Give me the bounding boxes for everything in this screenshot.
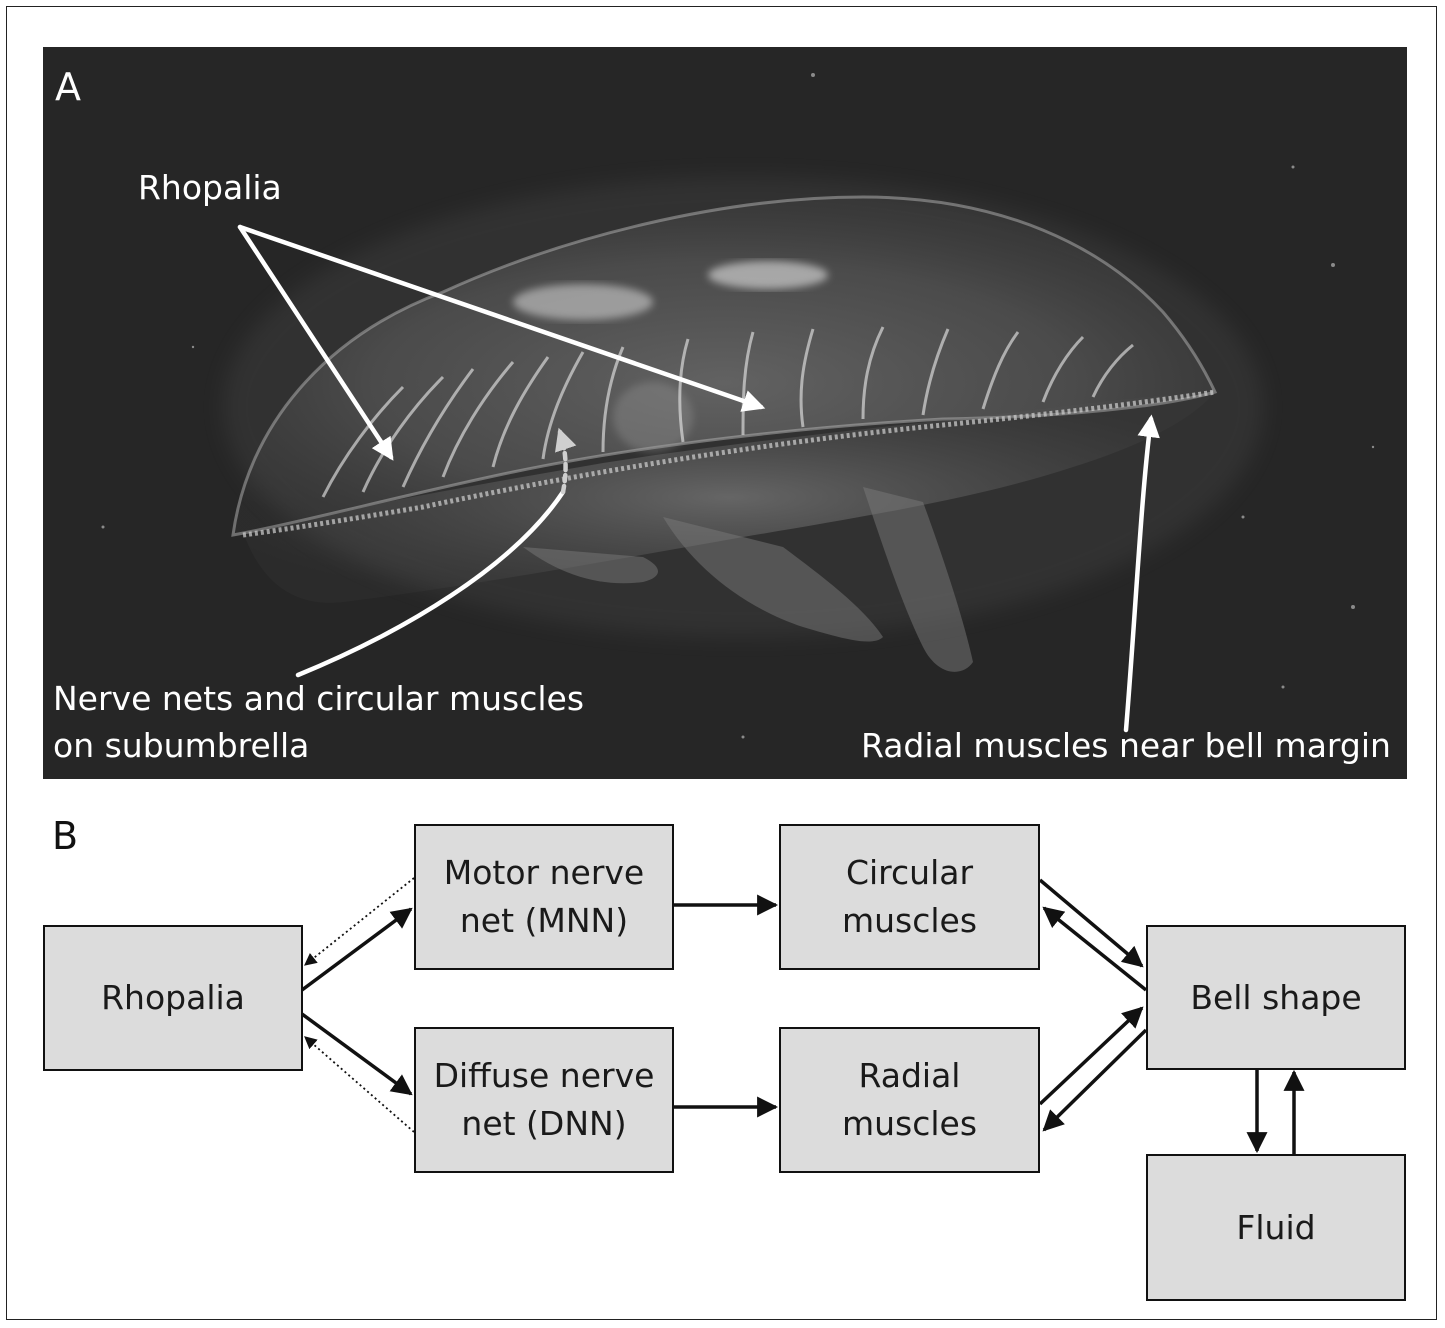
radial-muscles-label: Radial muscles near bell margin bbox=[861, 722, 1391, 770]
mnn-node-label-line1: Motor nerve bbox=[444, 849, 644, 897]
nerve-nets-label-line1: Nerve nets and circular muscles bbox=[53, 675, 584, 723]
fluid-node-label: Fluid bbox=[1236, 1204, 1315, 1252]
jellyfish-illustration bbox=[43, 47, 1407, 779]
circular-node-label-line2: muscles bbox=[842, 897, 977, 945]
rhopalia-label: Rhopalia bbox=[138, 164, 282, 212]
radial-node-label-line2: muscles bbox=[842, 1100, 977, 1148]
dnn-node-label-line2: net (DNN) bbox=[434, 1100, 655, 1148]
fluid-node: Fluid bbox=[1146, 1154, 1406, 1301]
jellyfish-photo: A Rhopalia Nerve nets and circular muscl… bbox=[43, 47, 1407, 779]
radial-muscles-node: Radial muscles bbox=[779, 1027, 1040, 1173]
bell-shape-node: Bell shape bbox=[1146, 925, 1406, 1070]
circular-node-label-line1: Circular bbox=[842, 849, 977, 897]
rhopalia-node-label: Rhopalia bbox=[101, 974, 245, 1022]
mnn-node: Motor nerve net (MNN) bbox=[414, 824, 674, 970]
panel-b-letter: B bbox=[52, 814, 78, 858]
bell-node-label: Bell shape bbox=[1190, 974, 1361, 1022]
mnn-node-label-line2: net (MNN) bbox=[444, 897, 644, 945]
rhopalia-node: Rhopalia bbox=[43, 925, 303, 1071]
panel-a-letter: A bbox=[55, 65, 81, 109]
nerve-nets-label-line2: on subumbrella bbox=[53, 722, 309, 770]
circular-muscles-node: Circular muscles bbox=[779, 824, 1040, 970]
radial-node-label-line1: Radial bbox=[842, 1052, 977, 1100]
dnn-node-label-line1: Diffuse nerve bbox=[434, 1052, 655, 1100]
dnn-node: Diffuse nerve net (DNN) bbox=[414, 1027, 674, 1173]
